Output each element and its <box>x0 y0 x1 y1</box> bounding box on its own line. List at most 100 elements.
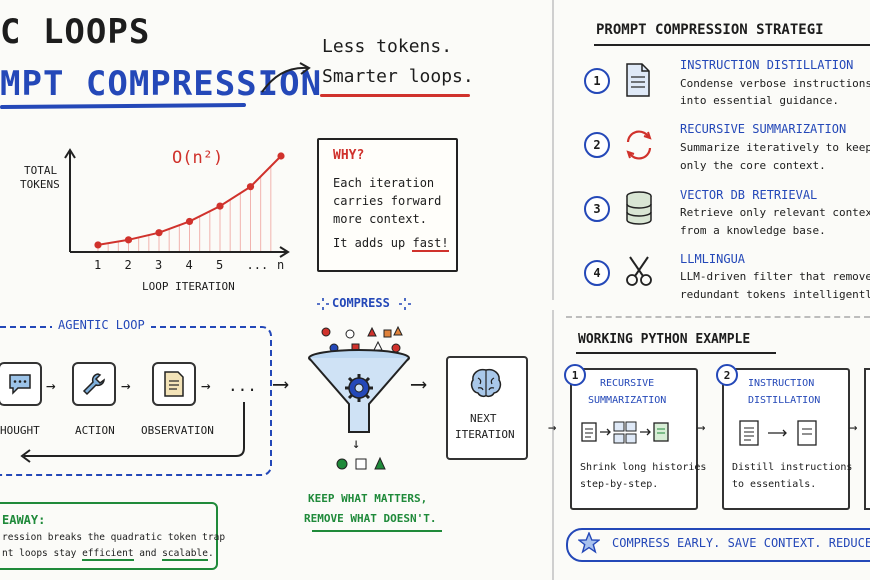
strategy-3-title: VECTOR DB RETRIEVAL <box>680 188 818 202</box>
sparkle-icon <box>317 298 329 310</box>
complexity-label: O(n²) <box>172 148 224 168</box>
chart-xlabel: LOOP ITERATION <box>142 280 235 293</box>
takeaway-line-2-mid: and <box>133 548 163 559</box>
document-icon <box>626 63 650 97</box>
takeaway-heading: EAWAY: <box>2 513 46 527</box>
scissors-icon <box>626 256 652 286</box>
why-heading: WHY? <box>333 148 365 163</box>
why-line-4: It adds up fast! <box>333 236 449 252</box>
chart-ylabel-line-1: TOTAL <box>24 164 58 177</box>
action-step-label: ACTION <box>75 424 115 437</box>
takeaway-box <box>0 502 218 570</box>
token-growth-chart <box>64 148 290 258</box>
why-line-4-prefix: It adds up <box>333 236 413 250</box>
takeaway-line-2: nt loops stay efficient and scalable. <box>2 548 214 561</box>
strategy-number-4: 4 <box>584 260 610 286</box>
strategy-3-desc-1: Retrieve only relevant context <box>680 206 870 219</box>
chart-x-tick-label: 2 <box>124 258 132 272</box>
star-icon <box>578 532 600 554</box>
strategy-number-2: 2 <box>584 132 610 158</box>
python-card-1-number: 1 <box>564 364 586 386</box>
chart-x-tick-label: 1 <box>94 258 102 272</box>
python-card-arrow-1: → <box>697 420 706 436</box>
python-heading-underline <box>576 352 776 354</box>
python-card-2-desc-1: Distill instructions <box>732 462 853 473</box>
next-iteration-card <box>446 356 528 460</box>
summarize-flow-icon <box>581 421 669 444</box>
why-emphasis-fast: fast! <box>412 236 449 252</box>
python-card-1-desc-1: Shrink long histories <box>580 462 707 473</box>
chart-point <box>246 183 255 191</box>
wrench-icon <box>82 373 105 396</box>
chart-x-tick-label: 4 <box>185 258 193 272</box>
python-card-arrow-2: → <box>849 420 858 436</box>
chart-point <box>155 229 163 237</box>
python-card-3-edge <box>864 368 870 510</box>
loop-return-arrow <box>20 402 245 463</box>
next-iteration-label-2: ITERATION <box>455 428 515 441</box>
brain-icon <box>470 368 502 398</box>
observation-step-label: OBSERVATION <box>141 424 214 437</box>
strategies-heading: PROMPT COMPRESSION STRATEGI <box>596 22 824 38</box>
tagline-smarter-loops: Smarter loops. <box>322 66 474 87</box>
takeaway-line-1: ression breaks the quadratic token trap <box>2 532 226 543</box>
chart-point <box>216 202 224 210</box>
tagline-underline-red <box>320 94 470 97</box>
strategy-4-desc-2: redundant tokens intelligently. <box>680 288 870 301</box>
funnel-down-arrow: ↓ <box>352 436 361 452</box>
strategies-heading-underline <box>594 44 870 46</box>
loop-arrow-3: → <box>201 376 211 395</box>
strategy-1-desc-1: Condense verbose instructions <box>680 77 870 90</box>
chart-ylabel-line-2: TOKENS <box>20 178 60 191</box>
keep-underline <box>312 530 442 532</box>
agentic-loop-title: AGENTIC LOOP <box>52 318 151 332</box>
thought-step-label: HOUGHT <box>0 424 40 437</box>
python-card-2-desc-2: to essentials. <box>732 479 817 490</box>
slogan-text: COMPRESS EARLY. SAVE CONTEXT. REDUCE <box>612 536 870 550</box>
chart-x-tick-label: 3 <box>155 258 163 272</box>
kept-tokens-icon <box>336 456 386 470</box>
python-example-heading: WORKING PYTHON EXAMPLE <box>578 332 751 347</box>
keep-matters-line-1: KEEP WHAT MATTERS, <box>308 492 428 505</box>
section-divider-bottom <box>552 310 554 580</box>
funnel-icon <box>308 349 410 433</box>
why-line-2: carries forward <box>333 194 442 208</box>
database-icon <box>626 191 652 225</box>
takeaway-emphasis-efficient: efficient <box>82 548 134 561</box>
section-divider-top <box>552 0 554 300</box>
strategy-1-title: INSTRUCTION DISTILLATION <box>680 58 854 72</box>
why-line-3: more context. <box>333 212 427 226</box>
chart-point <box>94 241 102 249</box>
chart-point <box>277 152 285 160</box>
strategy-4-title: LLMLINGUA <box>680 252 746 266</box>
python-card-1-title-1: RECURSIVE <box>600 378 655 389</box>
token-shapes-icon <box>321 325 403 353</box>
next-iteration-label-1: NEXT <box>470 412 497 425</box>
chart-x-tick-label: 5 <box>216 258 224 272</box>
python-left-arrow: → <box>548 420 557 436</box>
python-card-2-title-2: DISTILLATION <box>748 395 821 406</box>
loop-to-compress-arrow: ⟶ <box>274 372 288 397</box>
loop-arrow-1: → <box>46 376 56 395</box>
arrow-icon <box>261 62 311 93</box>
strategies-separator <box>566 316 870 318</box>
why-callout: WHY? Each iteration carries forward more… <box>317 138 458 272</box>
document-icon <box>164 371 184 397</box>
chart-x-axis-arrow <box>279 246 290 258</box>
takeaway-line-2-prefix: nt loops stay <box>2 548 83 559</box>
tagline-less-tokens: Less tokens. <box>322 36 453 57</box>
observation-step <box>152 362 196 406</box>
strategy-1-desc-2: into essential guidance. <box>680 94 839 107</box>
loop-arrow-2: → <box>121 376 131 395</box>
why-line-1: Each iteration <box>333 176 435 190</box>
speech-bubble-icon <box>9 374 31 395</box>
distill-flow-icon <box>739 420 817 446</box>
chart-y-axis-arrow <box>64 148 76 159</box>
sparkle-icon <box>399 298 411 310</box>
compress-to-next-arrow: ⟶ <box>412 372 426 397</box>
strategy-number-3: 3 <box>584 196 610 222</box>
python-card-2-number: 2 <box>716 364 738 386</box>
takeaway-line-2-end: . <box>207 548 214 559</box>
slogan-pill <box>566 528 870 562</box>
